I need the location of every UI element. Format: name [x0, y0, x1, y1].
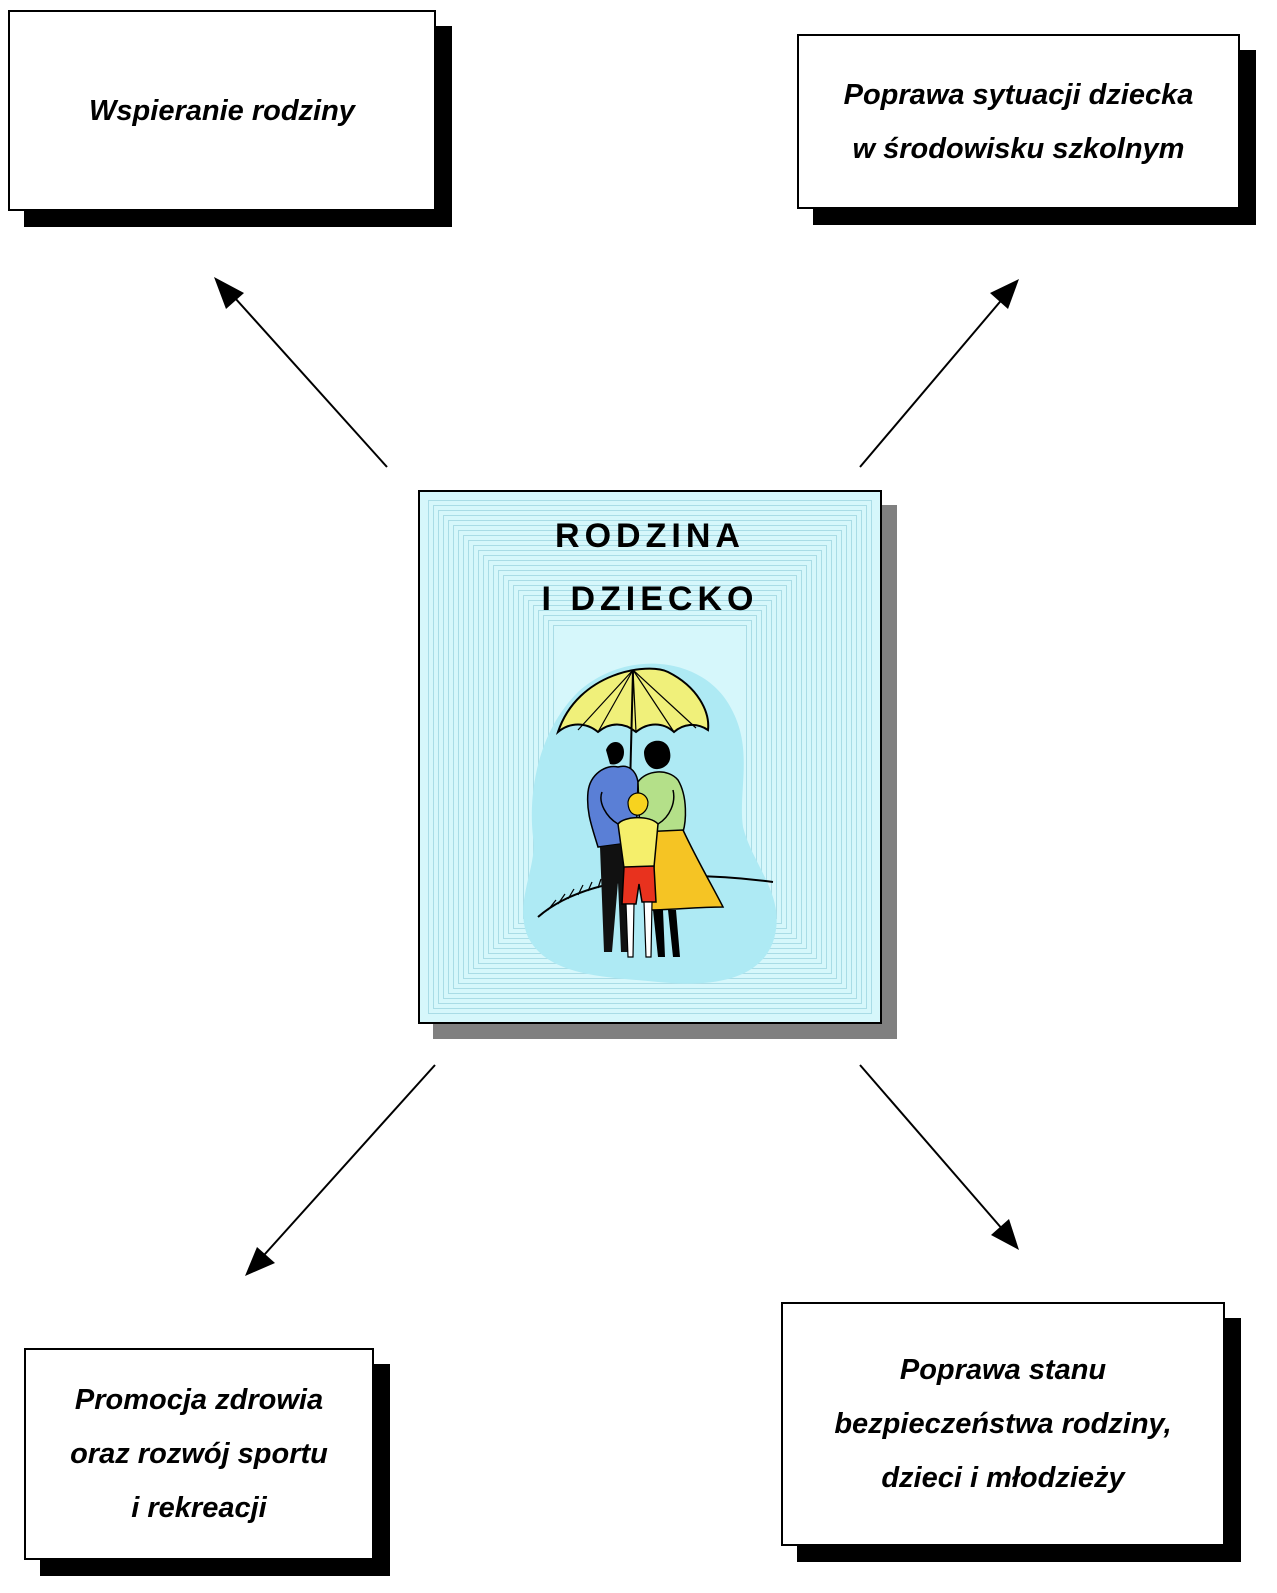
decorative-frame	[458, 530, 842, 984]
decorative-frame	[453, 525, 847, 989]
decorative-frame	[428, 500, 872, 1014]
man-head	[606, 741, 624, 765]
center-title-line-1: RODZINA	[555, 517, 745, 555]
goal-line: Promocja zdrowia	[74, 1384, 324, 1416]
child-shirt	[617, 816, 659, 869]
arrow-to-top-right	[859, 279, 1019, 468]
goal-box-school-situation: Poprawa sytuacji dziecka w środowisku sz…	[797, 34, 1240, 209]
child-head	[627, 792, 649, 816]
child-shorts	[621, 865, 657, 905]
goal-line: dzieci i młodzieży	[881, 1462, 1125, 1494]
goal-line: Poprawa stanu	[899, 1354, 1107, 1386]
goal-text: Poprawa stanu bezpieczeństwa rodziny, dz…	[834, 1343, 1171, 1505]
decorative-frame	[433, 505, 867, 1009]
arrow-to-bottom-right	[859, 1064, 1019, 1250]
goal-box-health-sport: Promocja zdrowia oraz rozwój sportu i re…	[24, 1348, 374, 1560]
woman-head	[644, 740, 671, 770]
woman-skirt	[639, 829, 725, 911]
center-title-line-2: I DZIECKO	[541, 580, 759, 618]
arrow-to-top-left	[214, 277, 388, 468]
woman-legs	[653, 910, 680, 957]
goal-text: Wspieranie rodziny	[89, 84, 355, 138]
decorative-frame	[448, 520, 852, 994]
goal-line: bezpieczeństwa rodziny,	[834, 1408, 1172, 1440]
goal-line: Poprawa sytuacji dziecka	[843, 78, 1194, 111]
child-legs	[625, 901, 653, 958]
goal-line: w środowisku szkolnym	[852, 132, 1185, 165]
decorative-frame	[443, 515, 857, 999]
center-panel-family-and-child: RODZINA I DZIECKO	[418, 490, 882, 1024]
goal-text: Promocja zdrowia oraz rozwój sportu i re…	[70, 1373, 328, 1535]
child-arms	[600, 789, 675, 825]
goal-box-safety: Poprawa stanu bezpieczeństwa rodziny, dz…	[781, 1302, 1225, 1546]
arrow-to-bottom-left	[245, 1064, 436, 1276]
goal-line: i rekreacji	[131, 1492, 267, 1524]
goal-box-family-support: Wspieranie rodziny	[8, 10, 436, 211]
decorative-frame	[438, 510, 862, 1004]
goal-text: Poprawa sytuacji dziecka w środowisku sz…	[844, 68, 1194, 176]
family-under-umbrella-icon	[523, 663, 777, 984]
goal-line: oraz rozwój sportu	[70, 1438, 328, 1470]
goal-line: Wspieranie rodziny	[89, 94, 355, 127]
